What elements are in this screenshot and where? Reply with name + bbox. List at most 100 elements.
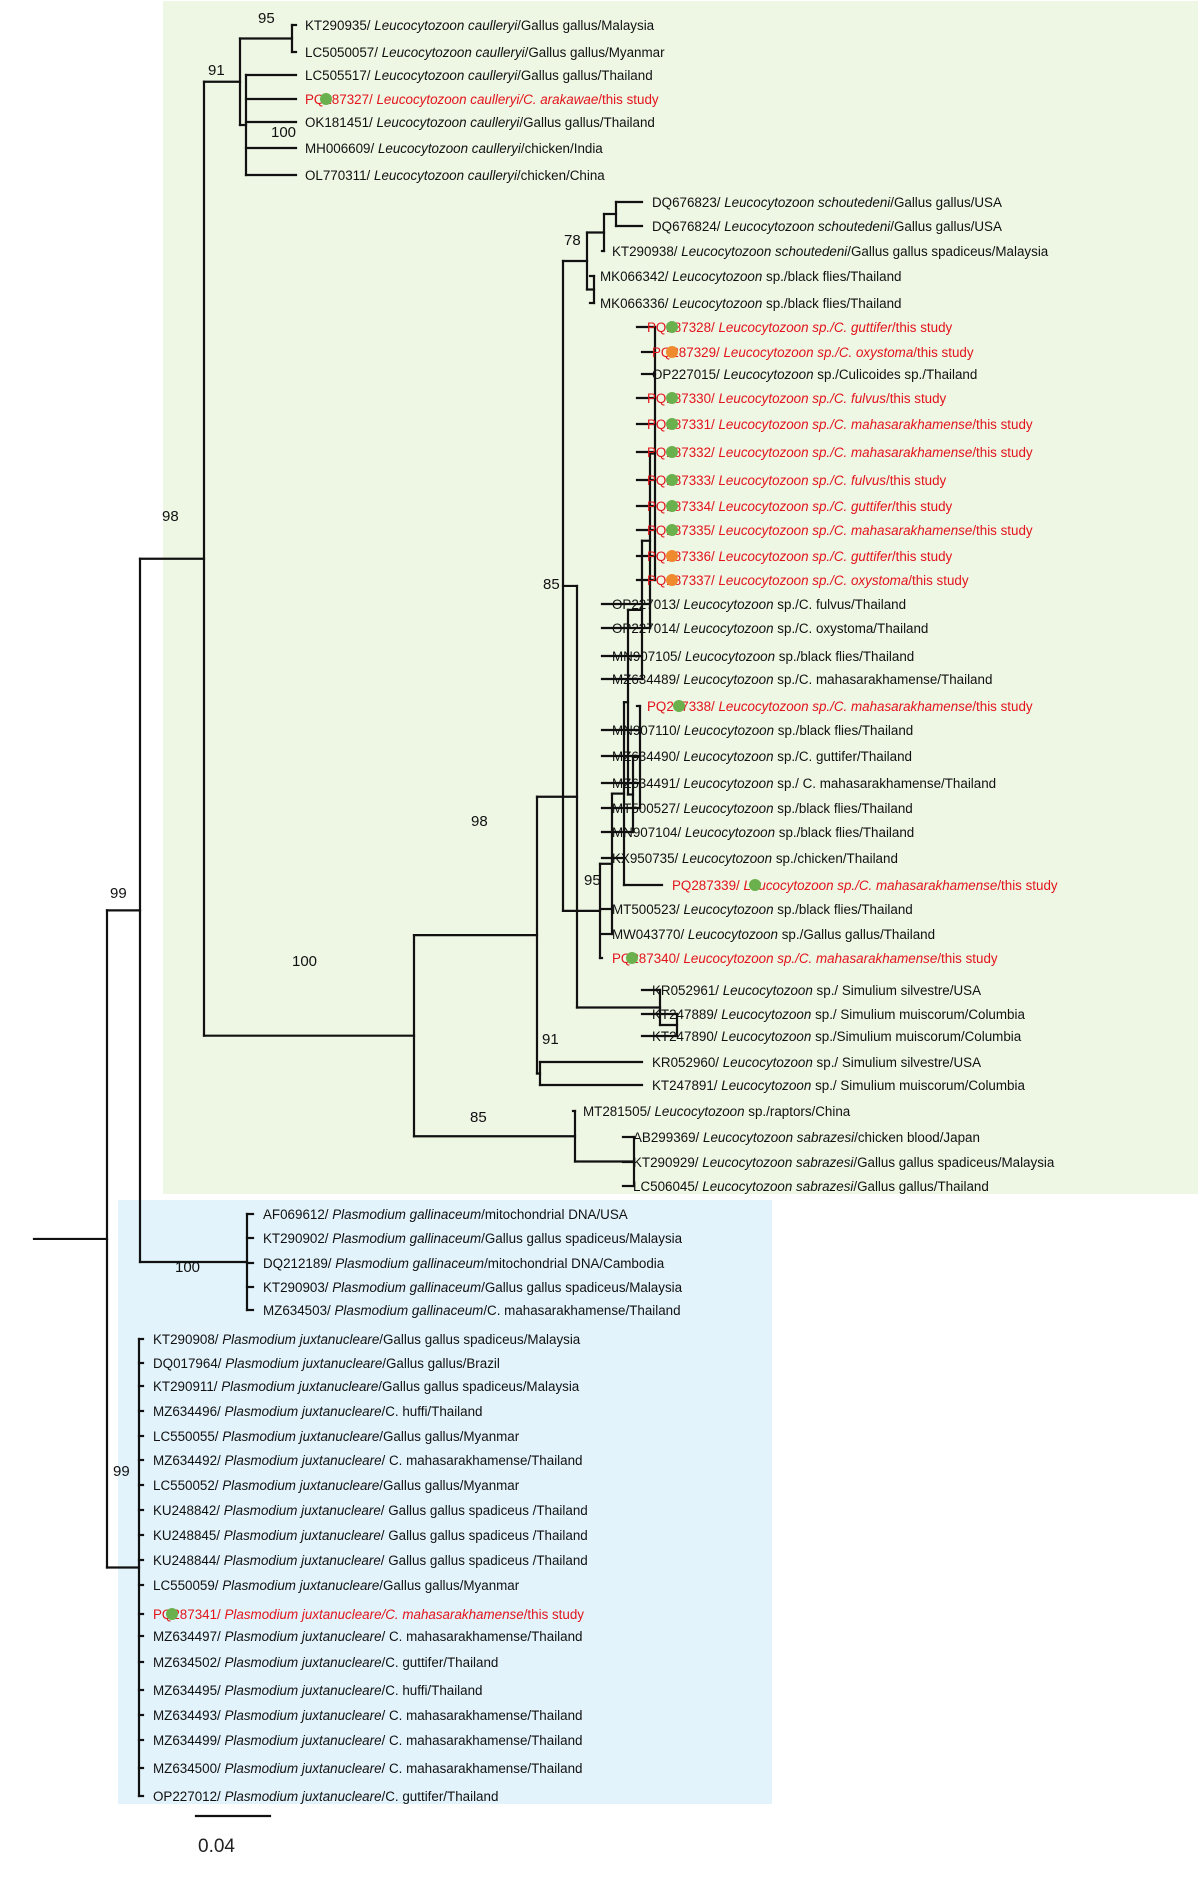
leaf-label: MK066336/ Leucocytozoon sp./black flies/… (600, 296, 902, 311)
leaf-label: PQ287332/ Leucocytozoon sp./C. mahasarak… (647, 445, 1033, 460)
leaf-accession: PQ287331/ (647, 417, 718, 432)
leaf-host-locality: /mitochondrial DNA/USA (481, 1207, 628, 1222)
leaf-accession: DQ676823/ (652, 195, 724, 210)
leaf-accession: PQ287328/ (647, 320, 718, 335)
leaf-host-locality: /this study (598, 92, 659, 107)
leaf-host-locality: /this study (972, 699, 1033, 714)
green-dot-marker (749, 879, 761, 891)
leaf-host-locality: / Gallus gallus spadiceus /Thailand (381, 1528, 588, 1543)
leaf-host-locality: sp./black flies/Thailand (762, 269, 901, 284)
leaf-labels: KT290935/ Leucocytozoon caulleryi/Gallus… (153, 18, 1058, 1804)
leaf-host-locality: /chicken/India (521, 141, 603, 156)
leaf-accession: OP227013/ (612, 597, 683, 612)
leaf-species: Plasmodium juxtanucleare (224, 1789, 381, 1804)
leaf-species: Plasmodium juxtanucleare (222, 1478, 379, 1493)
leaf-host-locality: /Gallus gallus/Brazil (382, 1356, 500, 1371)
leaf-species: Plasmodium juxtanucleare (224, 1553, 381, 1568)
leaf-species: Leucocytozoon (685, 649, 775, 664)
leaf-host-locality: sp./ Simulium silvestre/USA (813, 983, 981, 998)
leaf-host-locality: sp./ Simulium silvestre/USA (813, 1055, 981, 1070)
orange-dot-marker (666, 574, 678, 586)
tree-branches (32, 23, 679, 1798)
leaf-accession: MH006609/ (305, 141, 378, 156)
leaf-accession: KX950735/ (612, 851, 682, 866)
leaf-species: Leucocytozoon caulleryi (374, 168, 518, 183)
leaf-host-locality: /C. huffi/Thailand (382, 1683, 483, 1698)
leaf-label: MK066342/ Leucocytozoon sp./black flies/… (600, 269, 902, 284)
leaf-accession: KU248844/ (153, 1553, 224, 1568)
leaf-species: Leucocytozoon schoutedeni (681, 244, 848, 259)
leaf-host-locality: /Gallus gallus/Myanmar (379, 1478, 519, 1493)
leaf-host-locality: sp./C. fulvus/Thailand (774, 597, 906, 612)
leaf-label: MZ634491/ Leucocytozoon sp./ C. mahasara… (612, 776, 996, 791)
leaf-label: KT290908/ Plasmodium juxtanucleare/Gallu… (153, 1332, 581, 1347)
leaf-species: Plasmodium juxtanucleare/C. mahasarakham… (224, 1607, 523, 1622)
leaf-label: KT290935/ Leucocytozoon caulleryi/Gallus… (305, 18, 655, 33)
leaf-label: PQ287340/ Leucocytozoon sp./C. mahasarak… (612, 951, 998, 966)
leaf-species: Leucocytozoon sp./C. guttifer (718, 499, 892, 514)
leaf-label: KR052960/ Leucocytozoon sp./ Simulium si… (652, 1055, 981, 1070)
leaf-label: MW043770/ Leucocytozoon sp./Gallus gallu… (612, 927, 935, 942)
leaf-label: MZ634489/ Leucocytozoon sp./C. mahasarak… (612, 672, 992, 687)
leaf-species: Plasmodium juxtanucleare (224, 1683, 381, 1698)
leaf-species: Leucocytozoon sp./C. mahasarakhamense (718, 417, 972, 432)
leaf-accession: DQ676824/ (652, 219, 724, 234)
leaf-accession: KT290935/ (305, 18, 374, 33)
leaf-accession: MN907110/ (612, 723, 684, 738)
leaf-species: Leucocytozoon (654, 1104, 744, 1119)
leaf-accession: OK181451/ (305, 115, 376, 130)
leaf-host-locality: sp./ Simulium muiscorum/Columbia (811, 1007, 1025, 1022)
leaf-accession: PQ287339/ (672, 878, 743, 893)
leaf-label: AB299369/ Leucocytozoon sabrazesi/chicke… (633, 1130, 980, 1145)
leaf-accession: MZ634493/ (153, 1708, 224, 1723)
leaf-host-locality: /Gallus gallus spadiceus/Malaysia (481, 1231, 683, 1246)
leaf-species: Plasmodium gallinaceum (334, 1303, 483, 1318)
leaf-label: KT290902/ Plasmodium gallinaceum/Gallus … (263, 1231, 683, 1246)
leaf-species: Leucocytozoon (683, 776, 773, 791)
leaf-accession: MT500523/ (612, 902, 683, 917)
leaf-host-locality: sp./black flies/Thailand (774, 801, 913, 816)
leaf-label: DQ017964/ Plasmodium juxtanucleare/Gallu… (153, 1356, 500, 1371)
leaf-label: DQ212189/ Plasmodium gallinaceum/mitocho… (263, 1256, 665, 1271)
bootstrap-value: 98 (162, 508, 179, 525)
leaf-label: KU248844/ Plasmodium juxtanucleare/ Gall… (153, 1553, 588, 1568)
leaf-label: PQ287327/ Leucocytozoon caulleryi/C. ara… (305, 92, 659, 107)
leaf-host-locality: / C. mahasarakhamense/Thailand (382, 1761, 583, 1776)
leaf-host-locality: sp./C. oxystoma/Thailand (774, 621, 929, 636)
leaf-host-locality: /C. guttifer/Thailand (382, 1655, 499, 1670)
leaf-accession: PQ287329/ (652, 345, 723, 360)
leaf-accession: KT247890/ (652, 1029, 721, 1044)
bootstrap-value: 78 (564, 232, 581, 249)
leaf-host-locality: /chicken blood/Japan (854, 1130, 980, 1145)
leaf-label: LC505517/ Leucocytozoon caulleryi/Gallus… (305, 68, 653, 83)
leaf-species: Leucocytozoon (723, 1055, 813, 1070)
leaf-species: Leucocytozoon (721, 1007, 811, 1022)
leaf-label: MZ634499/ Plasmodium juxtanucleare/ C. m… (153, 1733, 582, 1748)
leaf-accession: DQ212189/ (263, 1256, 335, 1271)
leaf-label: LC550059/ Plasmodium juxtanucleare/Gallu… (153, 1578, 520, 1593)
leaf-accession: KR052960/ (652, 1055, 723, 1070)
leaf-host-locality: /Gallus gallus/Myanmar (379, 1578, 519, 1593)
leaf-label: KU248845/ Plasmodium juxtanucleare/ Gall… (153, 1528, 588, 1543)
leaf-species: Leucocytozoon (672, 269, 762, 284)
leaf-host-locality: /this study (997, 878, 1058, 893)
leaf-accession: MK066342/ (600, 269, 672, 284)
leaf-species: Leucocytozoon sp./C. mahasarakhamense (718, 699, 972, 714)
leucocytozoon-clade-box (163, 1, 1198, 1194)
leaf-label: MZ634497/ Plasmodium juxtanucleare/ C. m… (153, 1629, 582, 1644)
bootstrap-value: 99 (113, 1463, 130, 1480)
leaf-accession: PQ287330/ (647, 391, 718, 406)
bootstrap-value: 98 (471, 813, 488, 830)
leaf-accession: MZ634489/ (612, 672, 683, 687)
leaf-label: KX950735/ Leucocytozoon sp./chicken/Thai… (612, 851, 898, 866)
leaf-label: MZ634493/ Plasmodium juxtanucleare/ C. m… (153, 1708, 582, 1723)
leaf-host-locality: /Gallus gallus/Myanmar (525, 45, 665, 60)
leaf-species: Leucocytozoon caulleryi (378, 141, 522, 156)
leaf-species: Leucocytozoon sp./C. guttifer (718, 320, 892, 335)
leaf-label: PQ287330/ Leucocytozoon sp./C. fulvus/th… (647, 391, 947, 406)
leaf-species: Leucocytozoon (683, 597, 773, 612)
leaf-accession: MZ634492/ (153, 1453, 224, 1468)
leaf-host-locality: /Gallus gallus/Malaysia (517, 18, 654, 33)
leaf-accession: MZ634499/ (153, 1733, 224, 1748)
